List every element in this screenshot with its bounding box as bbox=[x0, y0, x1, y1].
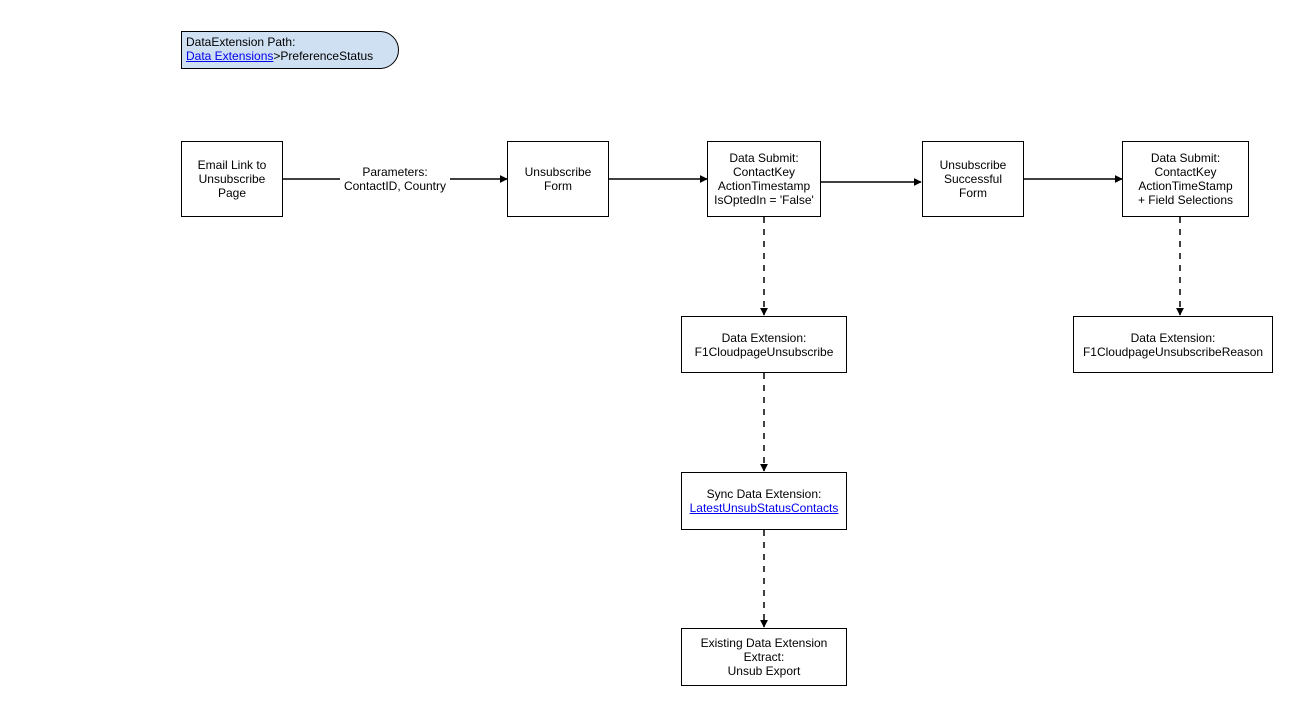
node-text: Form bbox=[959, 186, 987, 200]
node-text: Data Extension: bbox=[1130, 330, 1216, 345]
data-extension-path-box: DataExtension Path: Data Extensions>Pref… bbox=[181, 31, 399, 69]
node-text: ContactKey bbox=[1154, 165, 1217, 179]
node-unsubscribe-successful-form: Unsubscribe Successful Form bbox=[922, 141, 1024, 217]
node-text: Email Link to bbox=[197, 158, 267, 172]
node-text: Data Submit: bbox=[729, 151, 799, 165]
node-text: Form bbox=[544, 179, 572, 193]
node-text: Data Extension: bbox=[721, 330, 807, 345]
node-text: Existing Data Extension bbox=[700, 636, 828, 650]
node-text: Unsub Export bbox=[727, 664, 801, 678]
parameters-label: Parameters: ContactID, Country bbox=[340, 165, 450, 193]
node-email-link: Email Link to Unsubscribe Page bbox=[181, 141, 283, 217]
node-data-submit-2: Data Submit: ContactKey ActionTimeStamp … bbox=[1122, 141, 1249, 217]
node-text: Extract: bbox=[743, 650, 785, 664]
node-data-submit-1: Data Submit: ContactKey ActionTimestamp … bbox=[707, 141, 821, 217]
node-text: Data Submit: bbox=[1150, 151, 1221, 165]
node-text: ActionTimeStamp bbox=[1138, 179, 1233, 193]
node-text: Successful bbox=[943, 172, 1003, 186]
node-text: Unsubscribe bbox=[198, 172, 266, 186]
node-text: Sync Data Extension: bbox=[706, 487, 822, 501]
parameters-label-line-1: Parameters: bbox=[362, 165, 428, 179]
node-sync-data-extension: Sync Data Extension: LatestUnsubStatusCo… bbox=[681, 472, 847, 530]
node-text: Page bbox=[217, 186, 247, 200]
node-de-unsubscribe-reason: Data Extension: F1CloudpageUnsubscribeRe… bbox=[1073, 316, 1273, 373]
node-text: + Field Selections bbox=[1137, 193, 1234, 207]
node-text: Unsubscribe bbox=[939, 158, 1007, 172]
path-suffix: >PreferenceStatus bbox=[273, 49, 374, 63]
path-title: DataExtension Path: bbox=[186, 35, 296, 49]
latest-unsub-status-contacts-link[interactable]: LatestUnsubStatusContacts bbox=[689, 501, 839, 515]
node-text: F1CloudpageUnsubscribeReason bbox=[1082, 344, 1264, 359]
node-text: F1CloudpageUnsubscribe bbox=[694, 344, 834, 359]
node-text: ContactKey bbox=[732, 165, 796, 179]
node-text: IsOptedIn = 'False' bbox=[714, 193, 814, 207]
node-de-unsubscribe: Data Extension: F1CloudpageUnsubscribe bbox=[681, 316, 847, 373]
node-text: ActionTimestamp bbox=[717, 179, 811, 193]
node-existing-de-extract: Existing Data Extension Extract: Unsub E… bbox=[681, 628, 847, 686]
node-unsubscribe-form: Unsubscribe Form bbox=[507, 141, 609, 217]
parameters-label-line-2: ContactID, Country bbox=[343, 179, 447, 193]
data-extensions-link[interactable]: Data Extensions bbox=[186, 49, 274, 63]
node-text: Unsubscribe bbox=[524, 165, 592, 179]
